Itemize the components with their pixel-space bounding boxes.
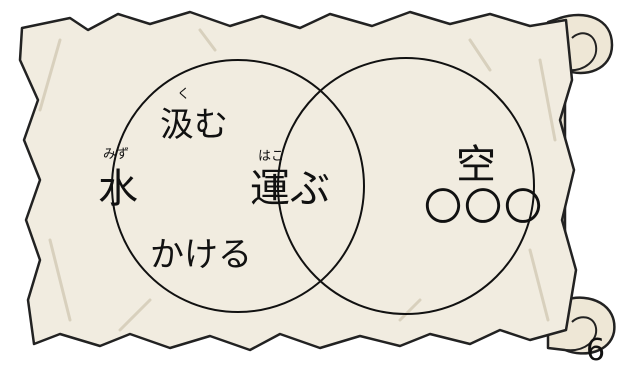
left-top-ruby: く: [177, 87, 190, 102]
left-top-text: 汲む: [160, 105, 228, 145]
right-label: 空: [456, 142, 496, 188]
parchment-scroll: [18, 10, 616, 355]
right-blank-circles: 〇〇〇: [424, 185, 544, 229]
venn-left-circle: [111, 59, 365, 313]
left-label-ruby: みず: [103, 147, 129, 162]
scroll-right-roll-inner: [565, 32, 598, 72]
scroll-body: [18, 10, 578, 352]
scroll-shading: [38, 28, 557, 332]
left-bottom-text: かける: [150, 235, 252, 275]
venn-right-circle: [277, 57, 535, 315]
center-ruby: はこ: [258, 149, 284, 164]
page-number: 6: [586, 333, 605, 365]
center-text: 運ぶ: [250, 166, 330, 212]
left-label: 水: [98, 166, 138, 212]
scroll-bottom-roll-inner: [565, 316, 598, 352]
